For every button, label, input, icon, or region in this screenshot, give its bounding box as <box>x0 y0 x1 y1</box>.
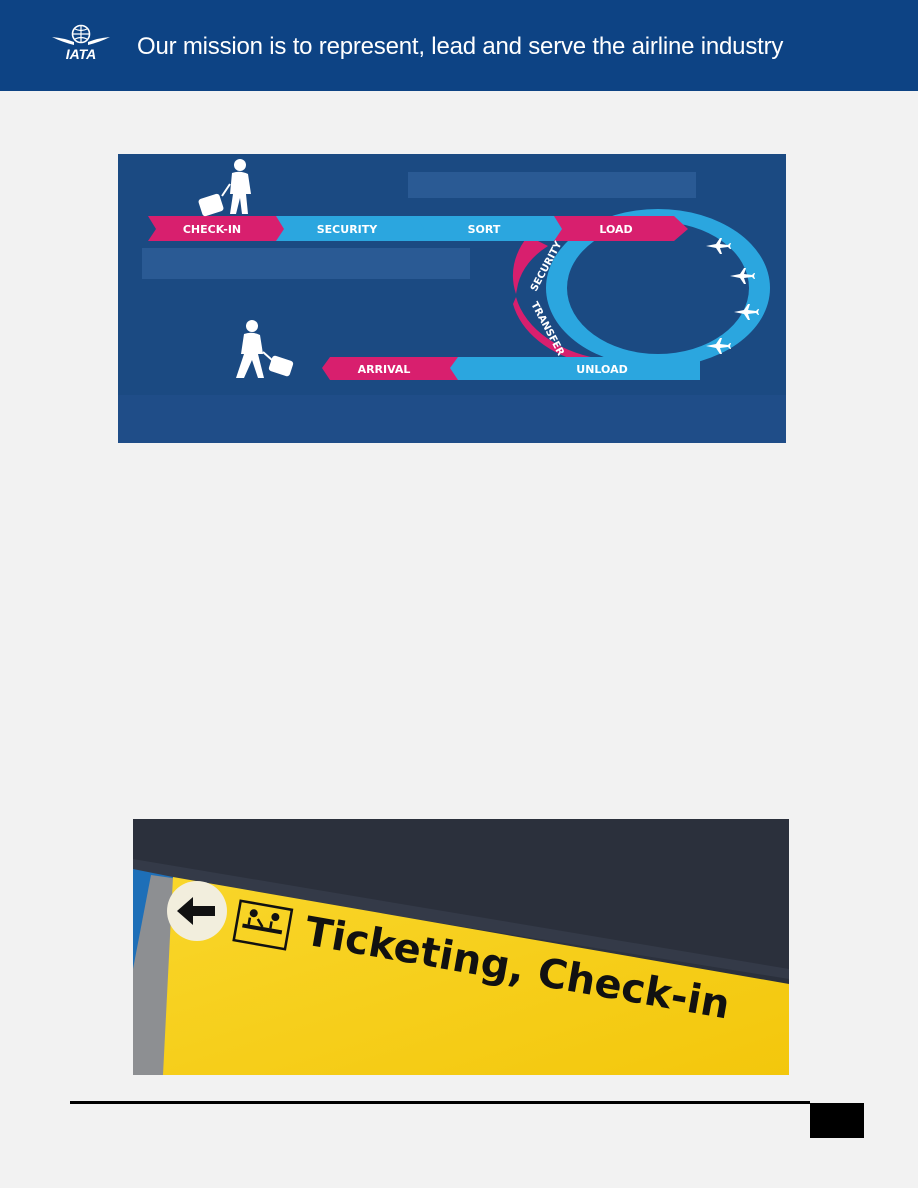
plane-icons <box>706 238 759 354</box>
step-arrival-label: ARRIVAL <box>358 363 411 376</box>
step-load <box>554 216 688 241</box>
step-arrival <box>322 357 458 380</box>
baggage-process-diagram: CHECK-IN SECURITY SORT LOAD UNLOAD ARRIV… <box>118 154 786 443</box>
iata-logo: IATA <box>52 24 110 62</box>
footer-divider <box>70 1101 810 1104</box>
step-load-label: LOAD <box>599 223 632 236</box>
step-check-in-label: CHECK-IN <box>183 223 241 236</box>
traveler-departing-icon <box>198 159 251 217</box>
step-unload <box>444 357 700 380</box>
page-header: IATA Our mission is to represent, lead a… <box>0 0 918 91</box>
ticket-desk-icon <box>232 899 294 951</box>
ticketing-sign-photo: Ticketing, Check-in <box>133 819 789 1075</box>
step-unload-label: UNLOAD <box>576 363 627 376</box>
step-sort <box>416 216 566 241</box>
page-number-box <box>810 1103 864 1138</box>
step-sort-label: SORT <box>468 223 501 236</box>
step-security-label: SECURITY <box>317 223 379 236</box>
transfer-arc <box>513 297 608 364</box>
step-check-in <box>148 216 288 241</box>
mission-statement: Our mission is to represent, lead and se… <box>137 33 784 60</box>
step-security <box>276 216 426 241</box>
traveler-arriving-icon <box>236 320 294 378</box>
logo-text: IATA <box>66 46 97 62</box>
